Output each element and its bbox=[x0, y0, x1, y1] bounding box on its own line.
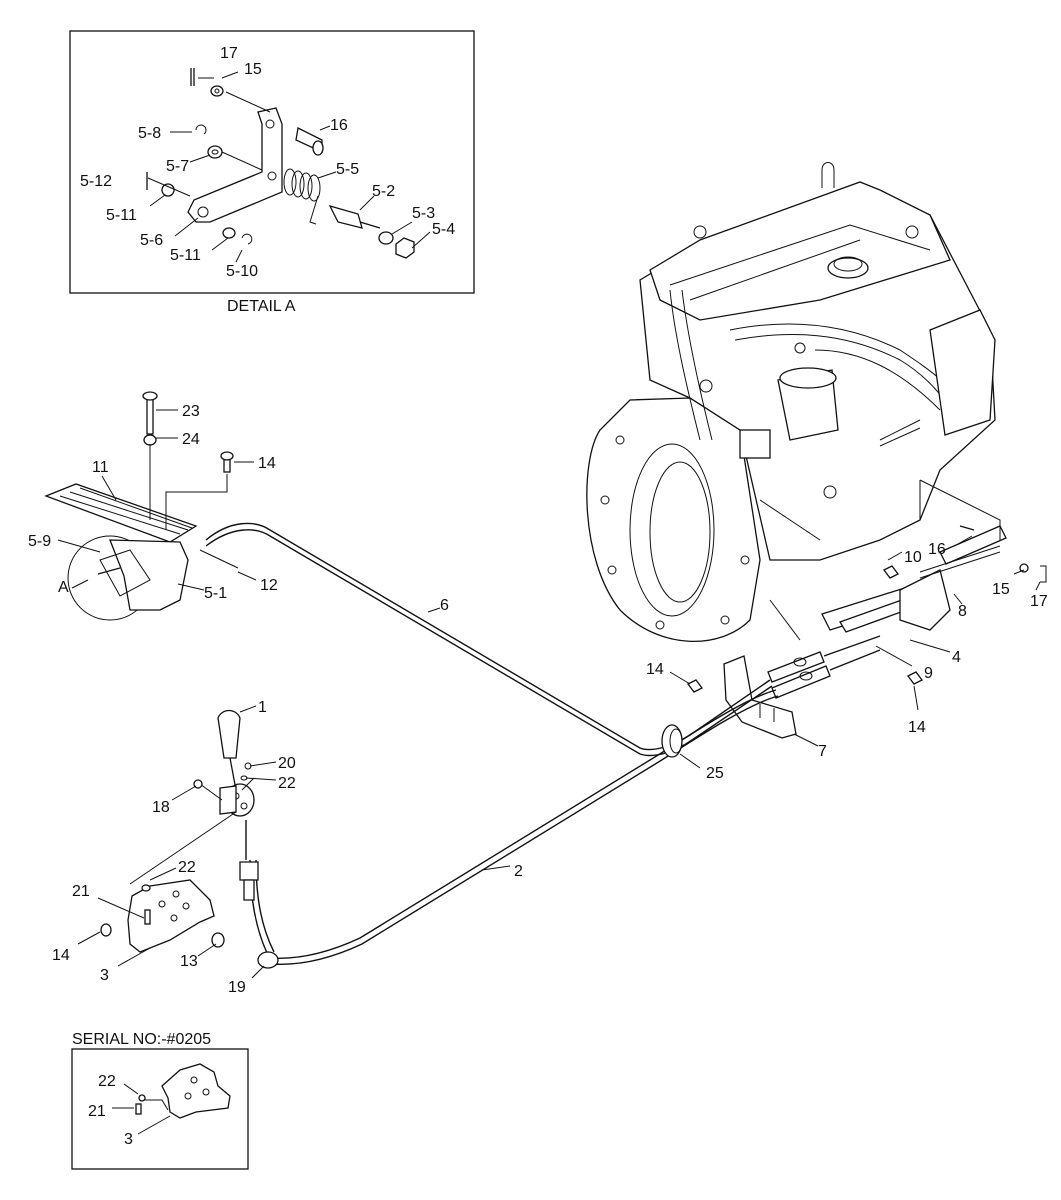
label-2: 2 bbox=[514, 863, 523, 880]
label-5-3: 5-3 bbox=[412, 205, 435, 222]
label-8: 8 bbox=[958, 603, 967, 620]
label-15: 15 bbox=[244, 61, 262, 78]
serial-label-21: 21 bbox=[88, 1103, 106, 1120]
detail-a-labels: 17 15 16 5-8 5-7 5-5 5-12 5-2 5-11 5-3 5… bbox=[80, 45, 455, 280]
label-14-mid: 14 bbox=[646, 661, 664, 678]
label-5-9: 5-9 bbox=[28, 533, 51, 550]
label-17: 17 bbox=[220, 45, 238, 62]
label-22-lever: 22 bbox=[278, 775, 296, 792]
serial-caption: SERIAL NO:-#0205 bbox=[72, 1031, 211, 1048]
label-16-main: 16 bbox=[928, 541, 946, 558]
label-a-marker: A bbox=[58, 579, 69, 596]
label-5-7: 5-7 bbox=[166, 158, 189, 175]
detail-a-panel: DETAIL A bbox=[69, 30, 475, 315]
label-5-8: 5-8 bbox=[138, 125, 161, 142]
pedal-assembly bbox=[44, 391, 239, 621]
label-20: 20 bbox=[278, 755, 296, 772]
detail-a-caption: DETAIL A bbox=[227, 298, 296, 315]
engine-illustration bbox=[586, 162, 996, 643]
label-5-11b: 5-11 bbox=[170, 247, 201, 264]
serial-label-3: 3 bbox=[124, 1131, 133, 1148]
label-13: 13 bbox=[180, 953, 198, 970]
label-17-main: 17 bbox=[1030, 593, 1048, 610]
label-25: 25 bbox=[706, 765, 724, 782]
label-18: 18 bbox=[152, 799, 170, 816]
label-14-right: 14 bbox=[908, 719, 926, 736]
label-23: 23 bbox=[182, 403, 200, 420]
label-15-main: 15 bbox=[992, 581, 1010, 598]
label-1: 1 bbox=[258, 699, 267, 716]
label-3: 3 bbox=[100, 967, 109, 984]
serial-label-22: 22 bbox=[98, 1073, 116, 1090]
label-14-base: 14 bbox=[52, 947, 70, 964]
label-11: 11 bbox=[92, 459, 109, 476]
cables bbox=[205, 522, 779, 969]
cable-bracket-7 bbox=[687, 635, 923, 739]
label-5-5: 5-5 bbox=[336, 161, 359, 178]
label-5-4: 5-4 bbox=[432, 221, 455, 238]
label-6: 6 bbox=[440, 597, 449, 614]
label-5-1: 5-1 bbox=[204, 585, 227, 602]
spring-5-5 bbox=[283, 168, 321, 225]
label-4: 4 bbox=[952, 649, 961, 666]
label-22-base: 22 bbox=[178, 859, 196, 876]
label-5-12: 5-12 bbox=[80, 173, 112, 190]
label-16: 16 bbox=[330, 117, 348, 134]
main-leader-lines bbox=[57, 409, 1041, 979]
label-7: 7 bbox=[818, 743, 827, 760]
label-5-6: 5-6 bbox=[140, 232, 163, 249]
label-5-10: 5-10 bbox=[226, 263, 258, 280]
label-10: 10 bbox=[904, 549, 922, 566]
label-19: 19 bbox=[228, 979, 246, 996]
engine-bracket bbox=[821, 479, 1047, 633]
hand-lever-assembly bbox=[100, 709, 255, 953]
label-14-top: 14 bbox=[258, 455, 276, 472]
label-12: 12 bbox=[260, 577, 278, 594]
label-5-11a: 5-11 bbox=[106, 207, 137, 224]
label-21: 21 bbox=[72, 883, 90, 900]
label-9: 9 bbox=[924, 665, 933, 682]
label-24: 24 bbox=[182, 431, 200, 448]
serial-number-panel: SERIAL NO:-#0205 22 21 3 bbox=[71, 1031, 249, 1170]
label-5-2: 5-2 bbox=[372, 183, 395, 200]
main-labels: 23 24 14 11 5-9 A 12 5-1 6 10 16 8 15 17… bbox=[28, 403, 1048, 996]
